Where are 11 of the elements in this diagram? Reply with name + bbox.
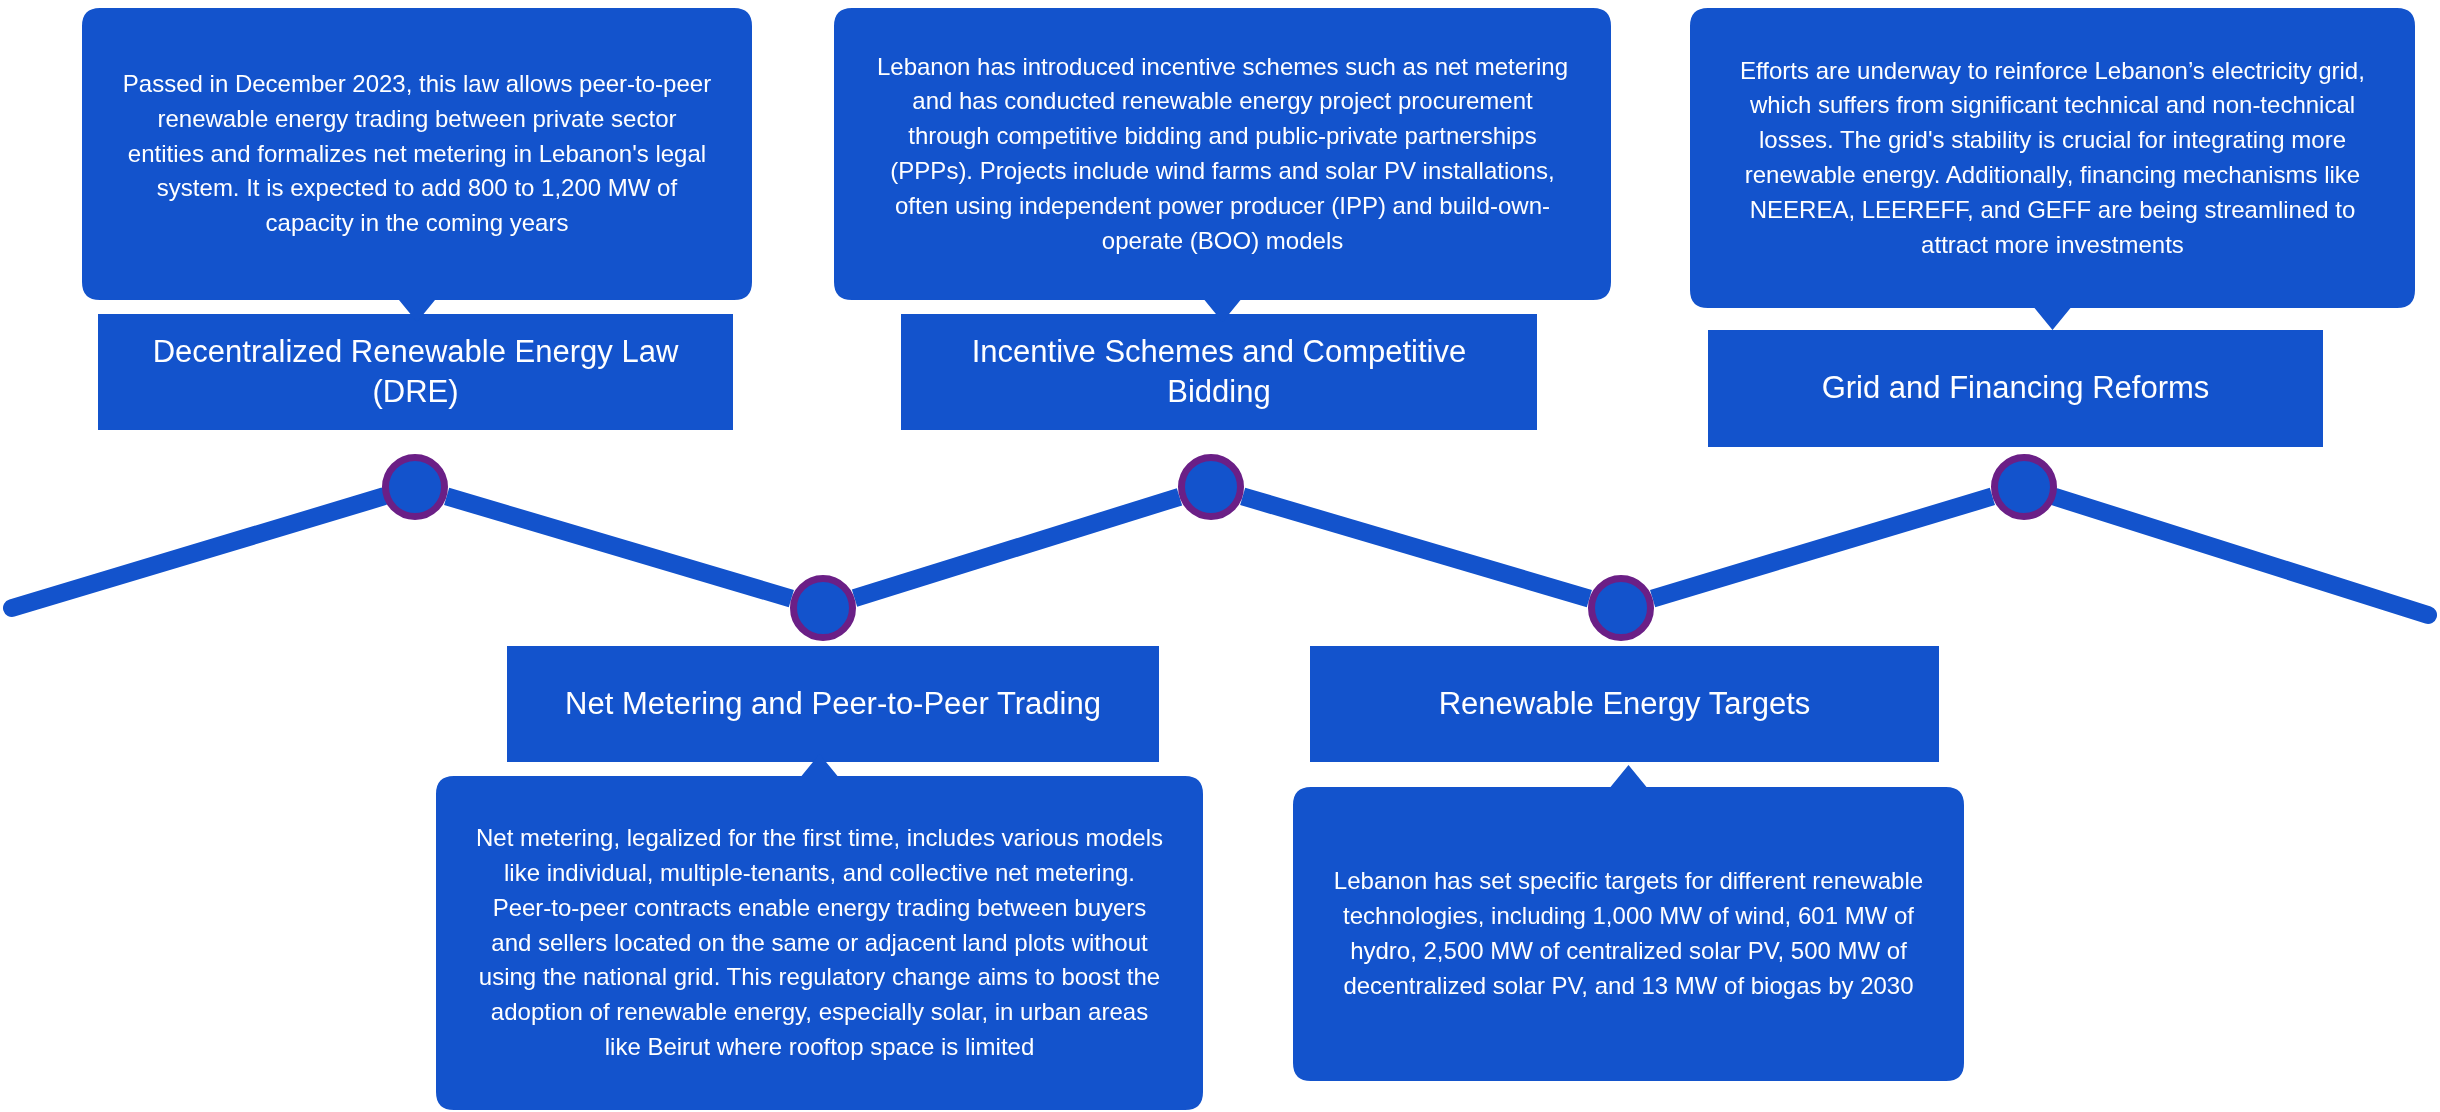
timeline-line — [444, 487, 794, 608]
title-box: Renewable Energy Targets — [1310, 646, 1939, 762]
title-box: Incentive Schemes and Competitive Bidding — [901, 314, 1537, 430]
timeline-line — [851, 488, 1183, 607]
title-box: Grid and Financing Reforms — [1708, 330, 2323, 447]
timeline-line — [1240, 487, 1592, 608]
title-box: Net Metering and Peer-to-Peer Trading — [507, 646, 1159, 762]
title-box: Decentralized Renewable Energy Law (DRE) — [98, 314, 733, 430]
description-callout: Lebanon has set specific targets for different renewable technologies, including 1,000 MW of wind, 601 MW of hydro, 2,500 MW of centralized solar PV, 500 MW of decentralized solar PV, and 13 MW of biogas by 2030 — [1293, 765, 1964, 1081]
timeline-line — [1650, 487, 1995, 608]
description-callout: Efforts are underway to reinforce Lebanon’s electricity grid, which suffers from significant technical and non-technical losses. The grid's stability is crucial for integrating more renewable energy. Additionally, financing mechanisms like NEEREA, LEEREFF, and GEFF are being streamlined to attract more investments — [1690, 8, 2415, 330]
